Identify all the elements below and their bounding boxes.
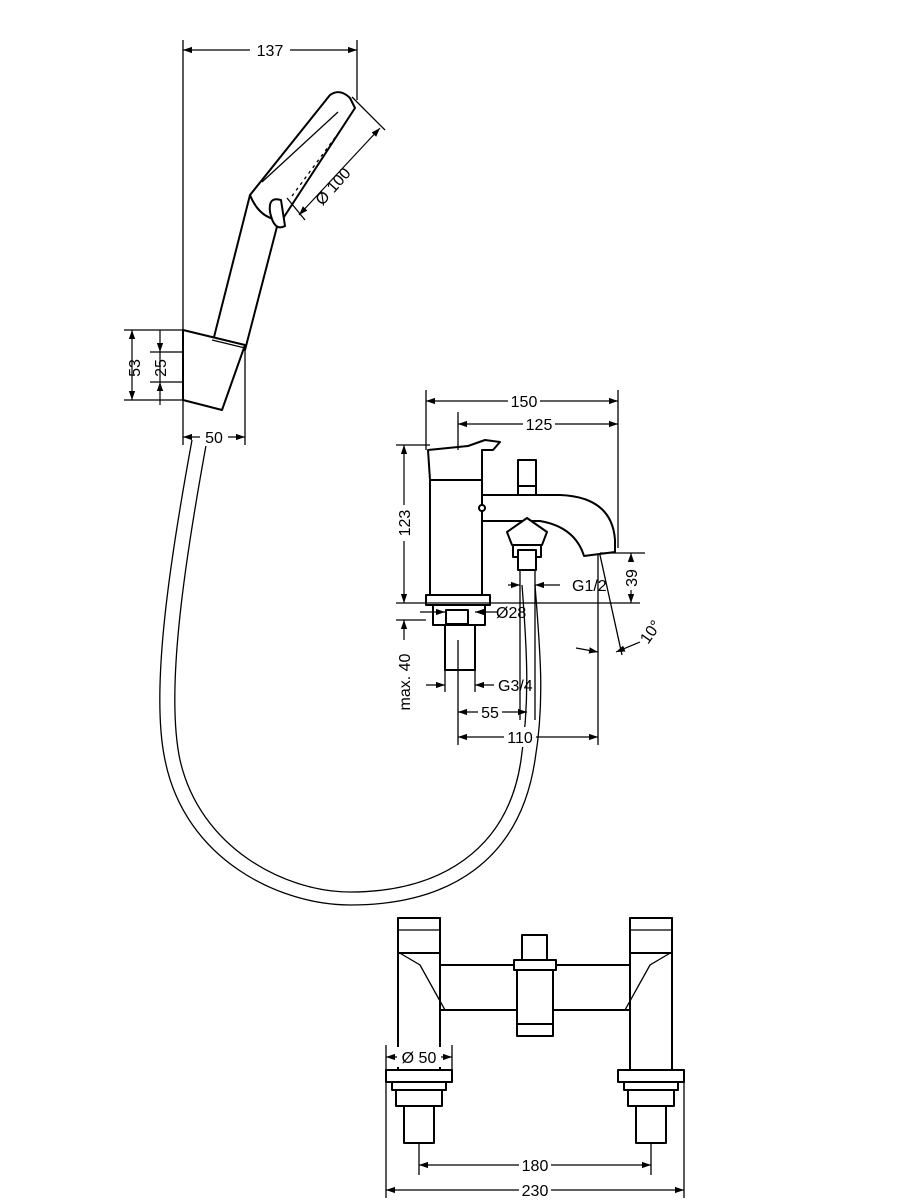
dimension-dia-28: Ø28 [420, 605, 526, 622]
dim-label-125: 125 [526, 417, 553, 434]
dim-label-55: 55 [481, 705, 499, 722]
dimension-39: 39 [600, 552, 645, 603]
dim-label-dia-28: Ø28 [496, 605, 526, 622]
dimension-50-holder: 50 [182, 350, 246, 447]
shower-hose [159, 439, 542, 906]
dim-label-10deg: 10° [637, 618, 665, 648]
dimension-123: 123 [394, 444, 640, 604]
dimension-25: 25 [150, 330, 183, 405]
dimension-150: 150 [425, 390, 619, 548]
dimension-125: 125 [457, 412, 618, 450]
dim-label-g34: G3/4 [498, 678, 533, 695]
dimension-230: 230 [385, 1082, 685, 1200]
dimension-g34: G3/4 [426, 670, 533, 695]
dimension-137: 137 [182, 38, 358, 330]
dim-label-dia-50: Ø 50 [402, 1050, 437, 1067]
dim-label-180: 180 [522, 1158, 549, 1175]
dim-label-53: 53 [127, 359, 144, 377]
wall-holder [182, 329, 246, 411]
dim-label-max-40: max. 40 [397, 653, 414, 710]
dim-label-dia-100: Ø 100 [313, 165, 355, 209]
dim-label-50: 50 [205, 430, 223, 447]
mixer-side-view [425, 439, 616, 720]
dimension-max-40: max. 40 [396, 619, 426, 710]
dimension-180: 180 [418, 1143, 652, 1175]
dim-label-110: 110 [507, 730, 533, 747]
dimension-53: 53 [124, 329, 183, 401]
dim-label-25: 25 [153, 359, 170, 377]
hand-shower [211, 91, 356, 351]
dim-label-39: 39 [624, 569, 641, 587]
dim-label-230: 230 [522, 1183, 549, 1200]
dimension-110: 110 [458, 727, 598, 747]
dim-label-137: 137 [257, 43, 284, 60]
dim-label-g12: G1/2 [572, 578, 607, 595]
mixer-front-view [385, 917, 685, 1144]
dim-label-123: 123 [397, 510, 414, 537]
dimension-dia-50: Ø 50 [385, 1045, 453, 1070]
dimension-55: 55 [457, 640, 527, 745]
dim-label-150: 150 [511, 394, 538, 411]
